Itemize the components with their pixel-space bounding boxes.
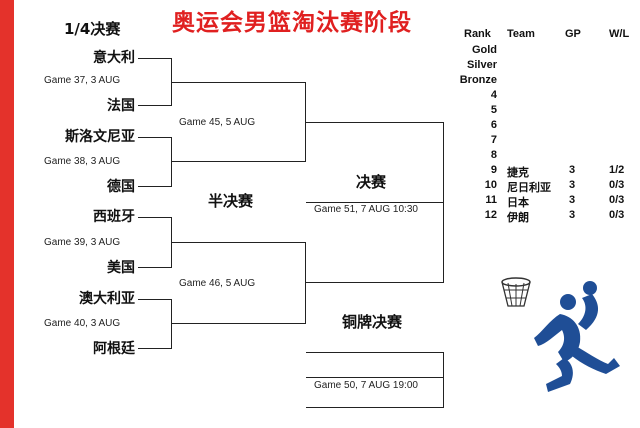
- rank-cell: 5: [490, 104, 497, 116]
- wl-cell: 1/2: [609, 164, 625, 176]
- team-cell: 日本: [507, 197, 529, 209]
- standings-header-wl: W/L: [609, 28, 630, 40]
- team-cell: 伊朗: [507, 212, 529, 224]
- rank-cell: Bronze: [459, 74, 497, 86]
- bracket-bronze: [306, 352, 444, 408]
- rank-cell: 6: [490, 119, 497, 131]
- game-label-qf4: Game 40, 3 AUG: [44, 318, 121, 329]
- standings-row: 8: [452, 149, 637, 164]
- round-label-quarterfinal: 1/4决赛: [64, 20, 121, 38]
- standings-row: 10 尼日利亚 3 0/3: [452, 179, 637, 194]
- team-italy: 意大利: [93, 50, 135, 66]
- team-spain: 西班牙: [93, 209, 135, 225]
- standings-row: Gold: [452, 44, 637, 59]
- team-slovenia: 斯洛文尼亚: [65, 129, 135, 145]
- bracket-sf2: [172, 242, 306, 324]
- wl-cell: 0/3: [609, 209, 625, 221]
- basketball-player-icon: [534, 281, 620, 392]
- standings-row: Bronze: [452, 74, 637, 89]
- standings-row: 12 伊朗 3 0/3: [452, 209, 637, 224]
- final-divider: [306, 202, 444, 203]
- bronze-divider: [306, 377, 444, 378]
- page-title: 奥运会男篮淘汰赛阶段: [172, 10, 412, 36]
- rank-cell: 9: [490, 164, 497, 176]
- rank-cell: 10: [484, 179, 497, 191]
- standings-row: 4: [452, 89, 637, 104]
- wl-cell: 0/3: [609, 194, 625, 206]
- bracket-qf1: [138, 58, 172, 106]
- game-label-qf3: Game 39, 3 AUG: [44, 237, 121, 248]
- standings-row: Silver: [452, 59, 637, 74]
- standings-row: 9 捷克 3 1/2: [452, 164, 637, 179]
- team-argentina: 阿根廷: [93, 341, 135, 357]
- standings-row: 5: [452, 104, 637, 119]
- standings-header-team: Team: [507, 28, 535, 40]
- rank-cell: 12: [484, 209, 497, 221]
- rank-cell: 11: [485, 194, 497, 206]
- rank-cell: 4: [490, 89, 497, 101]
- standings-header-gp: GP: [565, 28, 581, 40]
- rank-cell: 8: [490, 149, 497, 161]
- team-germany: 德国: [107, 179, 135, 195]
- round-label-semifinal: 半决赛: [208, 192, 254, 210]
- team-usa: 美国: [107, 260, 135, 276]
- game-label-sf2: Game 46, 5 AUG: [179, 278, 256, 289]
- game-label-bronze: Game 50, 7 AUG 19:00: [314, 380, 418, 391]
- rank-cell: Gold: [471, 44, 497, 56]
- gp-cell: 3: [569, 164, 576, 176]
- game-label-final: Game 51, 7 AUG 10:30: [314, 204, 418, 215]
- basketball-hoop-icon: [501, 277, 531, 307]
- team-france: 法国: [107, 98, 135, 114]
- left-accent-bar: [0, 0, 14, 428]
- wl-cell: 0/3: [609, 179, 625, 191]
- gp-cell: 3: [569, 179, 576, 191]
- bracket-sf1: [172, 82, 306, 162]
- round-label-bronze: 铜牌决赛: [342, 313, 403, 331]
- gp-cell: 3: [569, 209, 576, 221]
- standings-row: 6: [452, 119, 637, 134]
- bracket-qf4: [138, 299, 172, 349]
- game-label-qf1: Game 37, 3 AUG: [44, 75, 121, 86]
- standings-row: 7: [452, 134, 637, 149]
- rank-cell: 7: [490, 134, 497, 146]
- standings-header-rank: Rank: [464, 28, 491, 40]
- team-australia: 澳大利亚: [79, 291, 135, 307]
- game-label-sf1: Game 45, 5 AUG: [179, 117, 256, 128]
- standings-row: 11 日本 3 0/3: [452, 194, 637, 209]
- game-label-qf2: Game 38, 3 AUG: [44, 156, 121, 167]
- team-cell: 尼日利亚: [507, 182, 551, 194]
- gp-cell: 3: [569, 194, 576, 206]
- round-label-final: 决赛: [356, 173, 387, 191]
- bracket-qf3: [138, 217, 172, 268]
- rank-cell: Silver: [467, 59, 497, 71]
- team-cell: 捷克: [507, 167, 529, 179]
- bracket-qf2: [138, 137, 172, 187]
